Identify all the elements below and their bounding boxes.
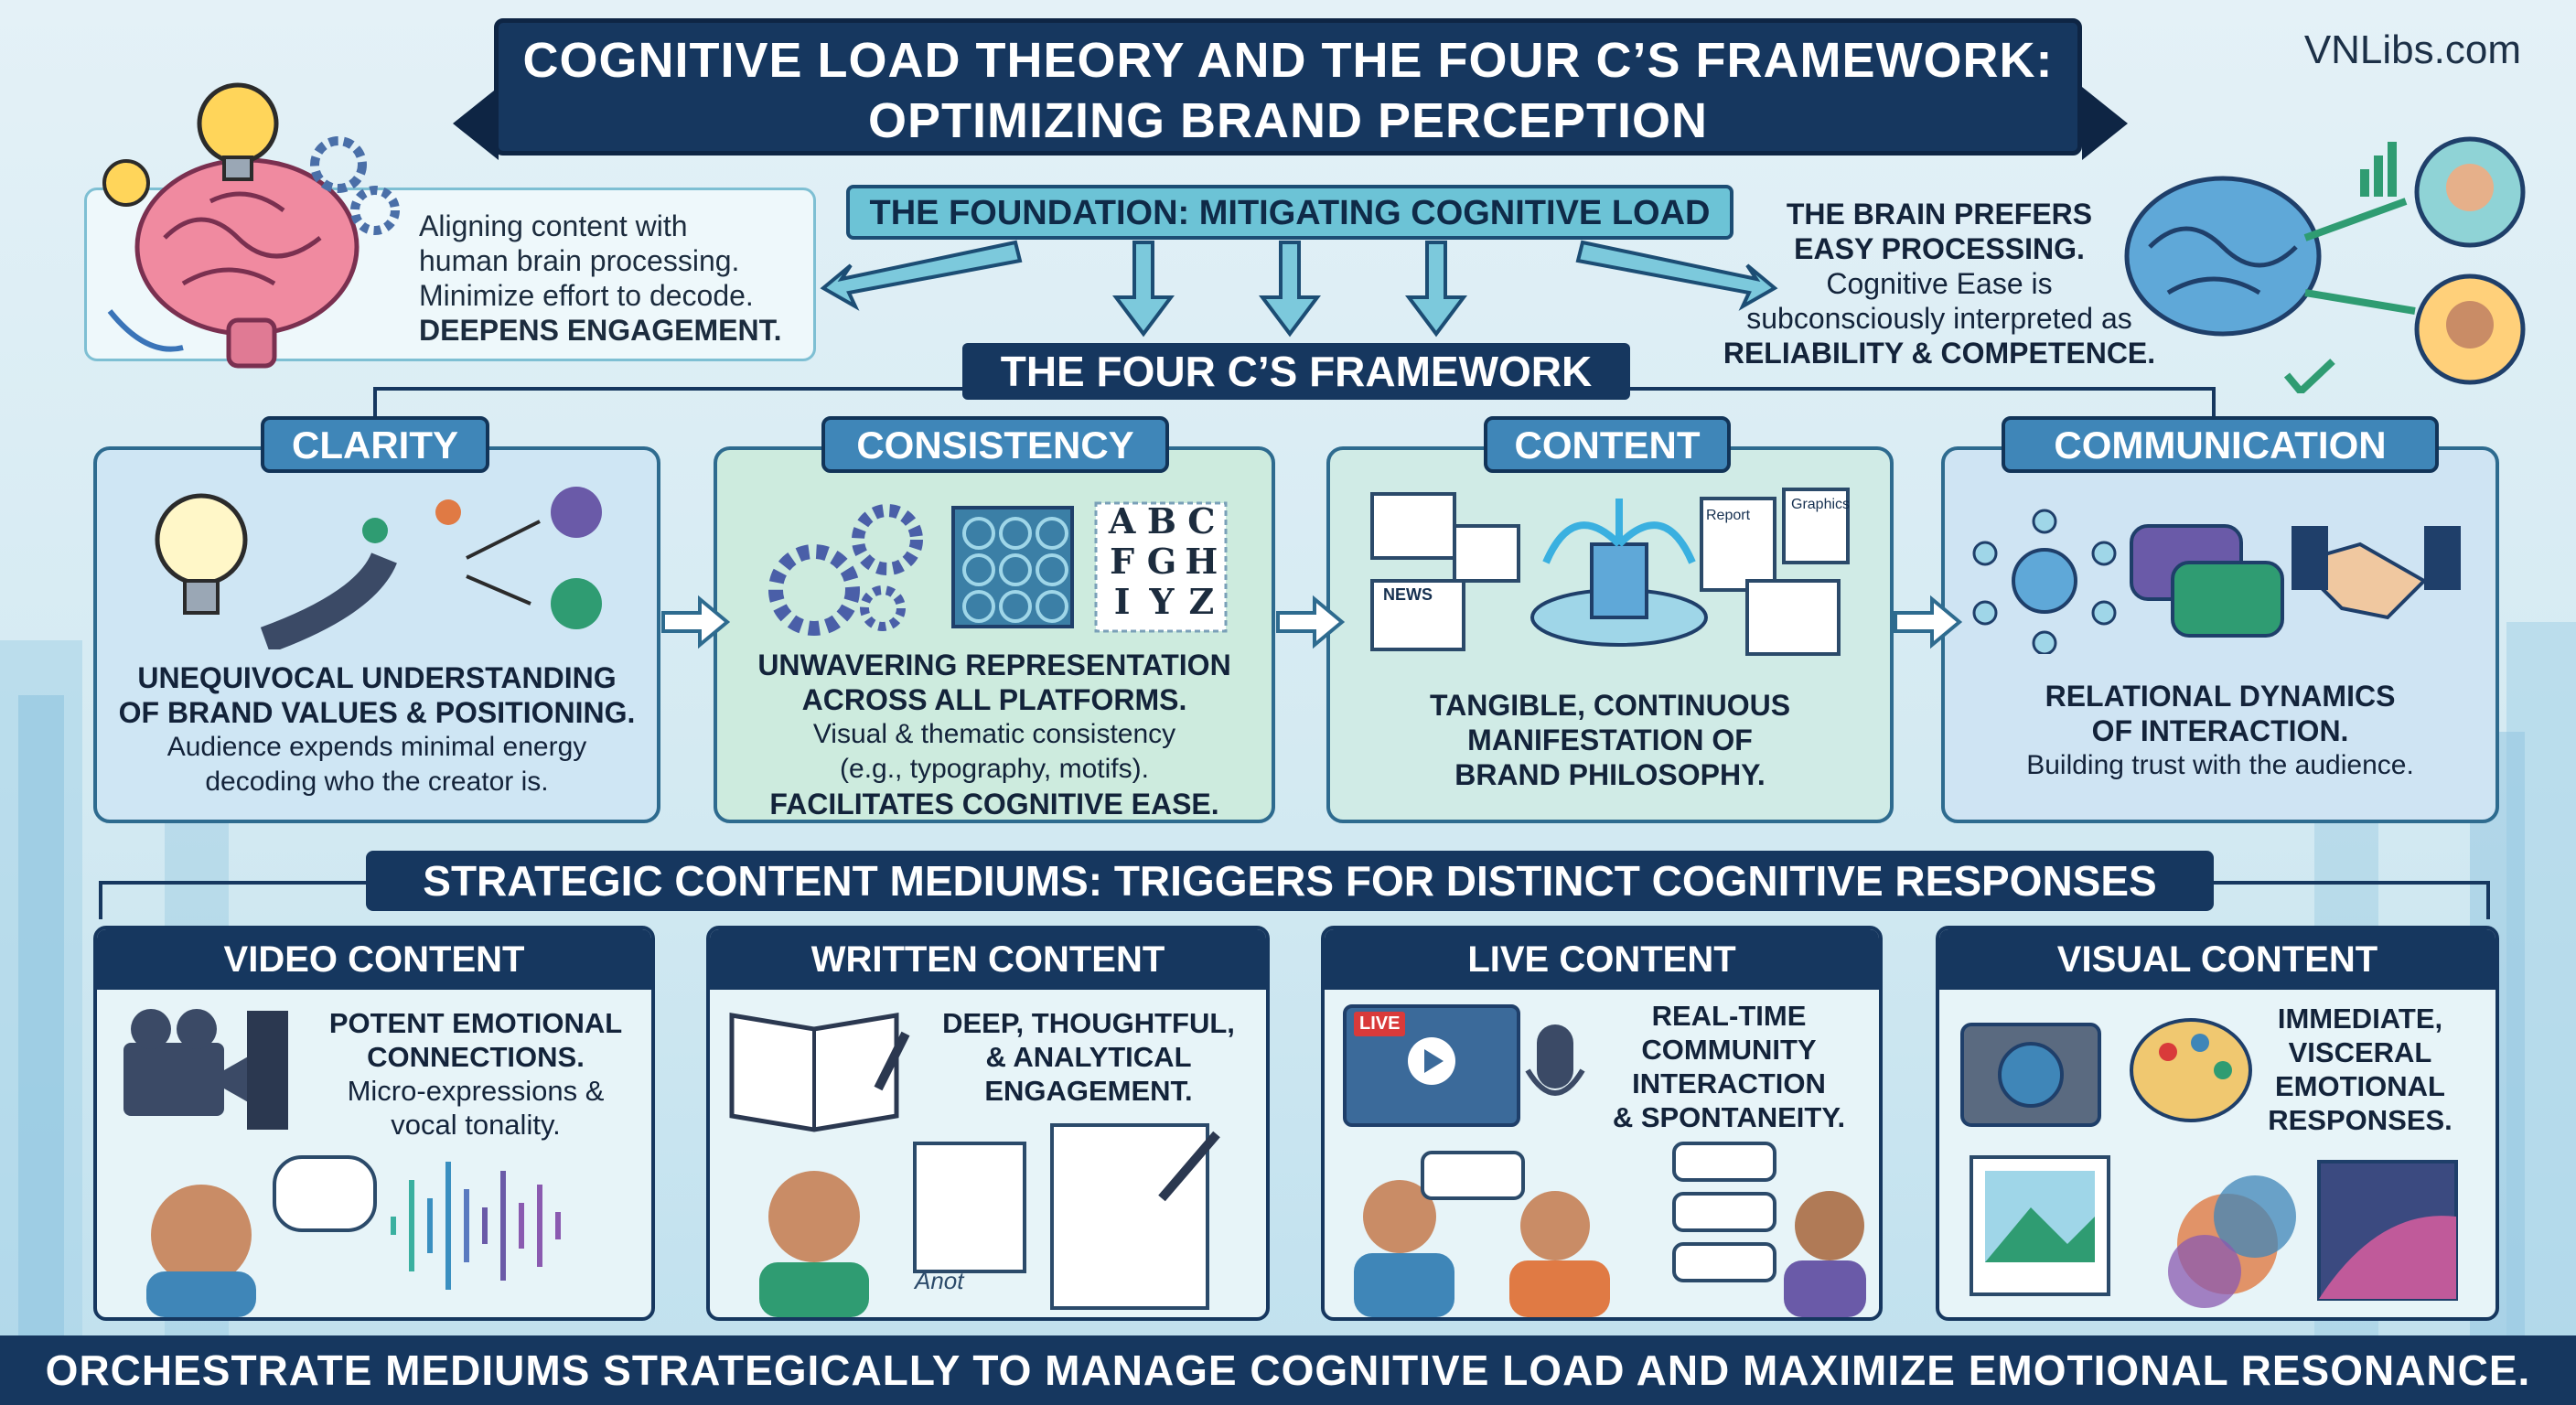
clarity-title-1: UNEQUIVOCAL UNDERSTANDING — [137, 661, 617, 694]
page-title: COGNITIVE LOAD THEORY AND THE FOUR C’S F… — [494, 18, 2082, 156]
video-sub-2: vocal tonality. — [391, 1109, 561, 1141]
left-callout-line-1: Aligning content with — [419, 209, 688, 242]
clarity-title-2: OF BRAND VALUES & POSITIONING. — [118, 696, 636, 729]
brain-audience-icon — [2124, 136, 2526, 393]
framework-label: THE FOUR C’S FRAMEWORK — [962, 343, 1630, 400]
right-callout-line-2: EASY PROCESSING. — [1794, 232, 2085, 265]
content-icons — [1370, 488, 1850, 656]
live-badge: LIVE — [1354, 1012, 1406, 1036]
video-sub-1: Micro-expressions & — [347, 1075, 605, 1107]
communication-title-2: OF INTERACTION. — [2091, 714, 2349, 747]
video-content-text: POTENT EMOTIONAL CONNECTIONS. Micro-expr… — [302, 1006, 649, 1142]
letter-a: A — [1108, 500, 1136, 542]
consistency-sub-2: (e.g., typography, motifs). — [840, 754, 1149, 784]
content-title-2: MANIFESTATION OF — [1467, 724, 1753, 756]
banner-right-tail — [2082, 87, 2128, 160]
content-label: CONTENT — [1484, 416, 1731, 473]
consistency-title-2: ACROSS ALL PLATFORMS. — [801, 683, 1187, 716]
brain-lightbulb-icon — [102, 82, 400, 369]
live-title-3: INTERACTION — [1632, 1067, 1826, 1099]
graphics-label: Graphics — [1791, 497, 1851, 512]
consistency-title-1: UNWAVERING REPRESENTATION — [757, 649, 1231, 681]
letter-c: C — [1187, 500, 1216, 542]
visual-icons — [1960, 1018, 2458, 1308]
written-icons — [729, 1013, 1220, 1317]
right-callout-line-1: THE BRAIN PREFERS — [1786, 198, 2093, 231]
content-text: TANGIBLE, CONTINUOUS MANIFESTATION OF BR… — [1336, 688, 1884, 792]
left-callout-line-2: human brain processing. — [419, 244, 740, 277]
banner-left-tail — [453, 87, 499, 160]
clarity-label: CLARITY — [261, 416, 489, 473]
live-content-text: REAL-TIME COMMUNITY INTERACTION & SPONTA… — [1555, 999, 1903, 1134]
written-title-3: ENGAGEMENT. — [984, 1075, 1193, 1107]
foundation-arrows — [820, 240, 1778, 338]
title-line-2: OPTIMIZING BRAND PERCEPTION — [867, 93, 1709, 148]
clarity-sub-2: decoding who the creator is. — [205, 767, 549, 797]
strategic-label: STRATEGIC CONTENT MEDIUMS: TRIGGERS FOR … — [366, 851, 2214, 911]
letter-g: G — [1146, 541, 1177, 582]
live-title-1: REAL-TIME — [1651, 1000, 1807, 1032]
visual-title-3: EMOTIONAL — [2275, 1070, 2445, 1102]
live-content-label: LIVE CONTENT — [1325, 929, 1879, 990]
letter-b: B — [1146, 500, 1177, 542]
letter-z: Z — [1188, 581, 1215, 622]
consistency-label: CONSISTENCY — [821, 416, 1169, 473]
consistency-sub-3: FACILITATES COGNITIVE EASE. — [769, 788, 1219, 820]
card-flow-arrows — [661, 595, 1963, 649]
left-callout-line-4: DEEPENS ENGAGEMENT. — [419, 314, 782, 347]
consistency-text: UNWAVERING REPRESENTATION ACROSS ALL PLA… — [723, 648, 1266, 821]
content-title-1: TANGIBLE, CONTINUOUS — [1429, 689, 1791, 722]
written-content-label: WRITTEN CONTENT — [710, 929, 1266, 990]
left-callout-line-3: Minimize effort to decode. — [419, 279, 754, 312]
left-callout-text: Aligning content with human brain proces… — [419, 209, 782, 348]
watermark: VNLibs.com — [2303, 27, 2521, 72]
visual-content-label: VISUAL CONTENT — [1939, 929, 2496, 990]
communication-icons — [1972, 509, 2461, 654]
right-callout-line-4: subconsciously interpreted as — [1746, 302, 2132, 335]
right-callout-line-3: Cognitive Ease is — [1826, 267, 2053, 300]
right-callout-line-5: RELIABILITY & COMPETENCE. — [1723, 337, 2156, 370]
letter-grid: A B C F G H I Y Z — [1102, 501, 1221, 622]
right-callout-text: THE BRAIN PREFERS EASY PROCESSING. Cogni… — [1692, 197, 2186, 370]
clarity-text: UNEQUIVOCAL UNDERSTANDING OF BRAND VALUE… — [102, 660, 651, 799]
clarity-icons — [155, 487, 602, 649]
consistency-sub-1: Visual & thematic consistency — [812, 719, 1176, 749]
written-title-2: & ANALYTICAL — [985, 1041, 1192, 1073]
live-title-2: COMMUNITY — [1641, 1034, 1817, 1066]
footer-banner: ORCHESTRATE MEDIUMS STRATEGICALLY TO MAN… — [0, 1335, 2576, 1405]
letter-i: I — [1113, 581, 1131, 622]
consistency-icons — [768, 501, 1228, 636]
visual-content-text: IMMEDIATE, VISCERAL EMOTIONAL RESPONSES. — [2250, 1002, 2470, 1137]
video-title-2: CONNECTIONS. — [367, 1041, 585, 1073]
communication-sub-1: Building trust with the audience. — [2026, 750, 2414, 780]
video-title-1: POTENT EMOTIONAL — [328, 1007, 623, 1039]
video-content-label: VIDEO CONTENT — [97, 929, 651, 990]
news-label: NEWS — [1383, 585, 1433, 604]
communication-text: RELATIONAL DYNAMICS OF INTERACTION. Buil… — [1950, 679, 2490, 783]
written-content-text: DEEP, THOUGHTFUL, & ANALYTICAL ENGAGEMEN… — [915, 1006, 1262, 1108]
content-title-3: BRAND PHILOSOPHY. — [1454, 758, 1766, 791]
letter-h: H — [1185, 541, 1218, 582]
title-line-1: COGNITIVE LOAD THEORY AND THE FOUR C’S F… — [522, 33, 2054, 88]
clarity-sub-1: Audience expends minimal energy — [166, 732, 587, 762]
live-icons — [1343, 1004, 1866, 1317]
letter-y: Y — [1149, 581, 1175, 622]
annotation-label: Anot — [915, 1267, 964, 1294]
visual-title-1: IMMEDIATE, — [2277, 1003, 2443, 1035]
communication-label: COMMUNICATION — [2002, 416, 2439, 473]
live-title-4: & SPONTANEITY. — [1612, 1101, 1846, 1133]
visual-title-2: VISCERAL — [2288, 1036, 2432, 1068]
communication-title-1: RELATIONAL DYNAMICS — [2045, 680, 2396, 713]
visual-title-4: RESPONSES. — [2268, 1104, 2453, 1136]
foundation-label: THE FOUNDATION: MITIGATING COGNITIVE LOA… — [846, 185, 1733, 240]
report-label: Report — [1706, 508, 1751, 523]
letter-f: F — [1110, 541, 1135, 582]
video-icons — [123, 1009, 561, 1317]
written-title-1: DEEP, THOUGHTFUL, — [942, 1007, 1235, 1039]
